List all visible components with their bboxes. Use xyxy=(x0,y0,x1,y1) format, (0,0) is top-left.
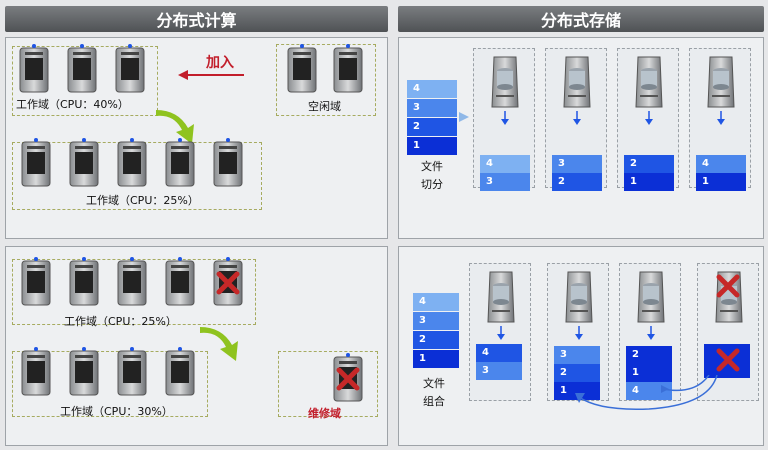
storage-node-4: 4 1 xyxy=(689,48,751,191)
join-arrow-icon xyxy=(178,70,244,80)
node-block: 2 xyxy=(554,364,600,382)
node-block: 3 xyxy=(554,346,600,364)
node-block: 4 xyxy=(480,155,530,173)
node-block: 1 xyxy=(624,173,674,191)
arrow-down-icon xyxy=(645,111,653,125)
node-block: 2 xyxy=(624,155,674,173)
file-block-2: 2 xyxy=(407,118,457,136)
storage-node-3: 2 1 xyxy=(617,48,679,191)
file-block-1: 1 xyxy=(407,137,457,155)
work-domain-1-label: 工作域（CPU：25%） xyxy=(64,315,177,328)
file-block-4: 4 xyxy=(413,293,459,311)
file-block-3: 3 xyxy=(413,312,459,330)
node-block: 3 xyxy=(480,173,530,191)
compute-join-panel: 工作域（CPU：40%） 加入 空闲域 工作域（CPU：25%） xyxy=(5,37,388,239)
storage-node-3: 2 1 4 xyxy=(619,263,681,401)
node-block: 3 xyxy=(476,362,522,380)
storage-node-1: 4 3 xyxy=(469,263,531,401)
node-block: 4 xyxy=(696,155,746,173)
storage-node-2: 3 2 xyxy=(545,48,607,191)
work-domain-2-label: 工作域（CPU：25%） xyxy=(86,194,199,207)
repair-domain-group xyxy=(278,351,378,417)
fail-x-icon xyxy=(336,367,360,391)
arrow-down-icon xyxy=(647,326,655,340)
move-arrow-icon xyxy=(200,327,238,361)
file-label: 文件 xyxy=(421,160,443,173)
storage-node-1: 4 3 xyxy=(473,48,535,191)
work-domain-group-1 xyxy=(12,46,158,116)
fail-x-icon xyxy=(716,274,740,298)
node-block: 4 xyxy=(476,344,522,362)
file-block-2: 2 xyxy=(413,331,459,349)
file-block-3: 3 xyxy=(407,99,457,117)
arrow-down-icon xyxy=(573,111,581,125)
idle-domain-label: 空闲域 xyxy=(308,100,341,113)
node-block: 2 xyxy=(626,346,672,364)
node-block: 1 xyxy=(554,382,600,400)
distributed-computing-title: 分布式计算 xyxy=(5,6,388,32)
recover-arrow-icon xyxy=(575,375,718,410)
join-label: 加入 xyxy=(206,55,234,71)
storage-combine-panel: 4 3 2 1 文件 组合 4 3 3 2 1 2 1 4 xyxy=(398,246,764,446)
split-label: 切分 xyxy=(421,178,443,191)
fail-x-icon xyxy=(216,271,240,295)
node-block: 3 xyxy=(552,155,602,173)
work-domain-group-2 xyxy=(12,351,208,417)
file-stack: 4 3 2 1 xyxy=(407,80,457,156)
node-block: 1 xyxy=(626,364,672,382)
arrow-down-icon xyxy=(575,326,583,340)
repair-domain-label: 维修域 xyxy=(308,407,341,420)
node-block: 2 xyxy=(552,173,602,191)
node-block: 1 xyxy=(696,173,746,191)
merge-arrow-icon xyxy=(156,110,194,144)
arrow-right-icon xyxy=(459,112,469,122)
file-block-4: 4 xyxy=(407,80,457,98)
file-block-1: 1 xyxy=(413,350,459,368)
compute-repair-panel: 工作域（CPU：25%） 工作域（CPU：30%） 维修域 xyxy=(5,246,388,446)
file-label: 文件 xyxy=(423,377,445,390)
idle-domain-group xyxy=(276,44,376,116)
distributed-storage-title: 分布式存储 xyxy=(398,6,764,32)
work-domain-group-1 xyxy=(12,259,256,325)
fail-x-icon xyxy=(716,348,740,372)
combine-label: 组合 xyxy=(423,395,445,408)
arrow-down-icon xyxy=(717,111,725,125)
storage-split-panel: 4 3 2 1 文件 切分 4 3 3 2 2 1 4 1 xyxy=(398,37,764,239)
arrow-down-icon xyxy=(501,111,509,125)
storage-node-2: 3 2 1 xyxy=(547,263,609,401)
arrow-down-icon xyxy=(497,326,505,340)
work-domain-2-label: 工作域（CPU：30%） xyxy=(60,405,173,418)
file-stack: 4 3 2 1 xyxy=(413,293,459,369)
node-block: 4 xyxy=(626,382,672,400)
work-domain-1-label: 工作域（CPU：40%） xyxy=(16,98,129,111)
